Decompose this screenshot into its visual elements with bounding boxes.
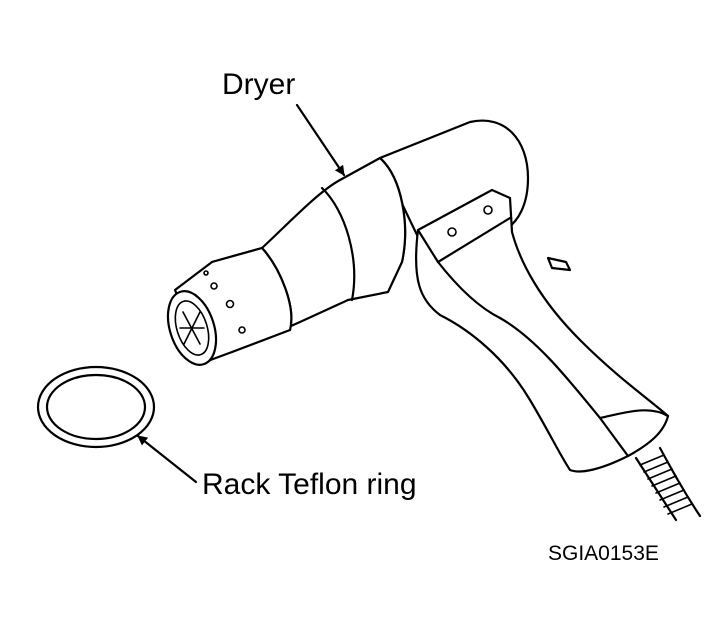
dryer-label: Dryer: [222, 68, 296, 101]
teflon-ring: [36, 365, 156, 449]
power-cord: [634, 446, 702, 522]
trigger: [546, 256, 572, 272]
dryer-leader-arrow: [295, 103, 346, 177]
screw-icon: [447, 227, 457, 237]
screw-icon: [483, 205, 493, 215]
ring-leader-arrow: [136, 434, 198, 484]
dryer-handle: [414, 188, 670, 473]
teflon-ring-label: Rack Teflon ring: [202, 468, 417, 501]
figure-code: SGIA0153E: [548, 542, 659, 565]
dryer-nozzle: [166, 246, 293, 366]
